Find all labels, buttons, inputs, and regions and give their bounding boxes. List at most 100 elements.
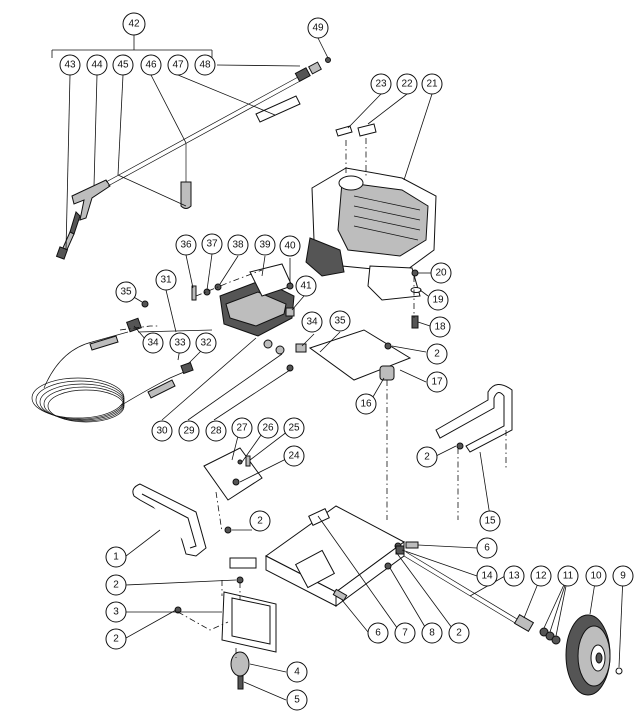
callout-10: 10 [585, 565, 607, 587]
wheel-cap-9 [615, 667, 623, 675]
callout-19: 19 [427, 289, 449, 311]
svg-text:45: 45 [117, 60, 129, 71]
callout-15: 15 [479, 510, 501, 532]
svg-text:38: 38 [232, 240, 244, 251]
svg-text:2: 2 [257, 516, 263, 527]
callout-33: 33 [169, 332, 191, 354]
callout-2: 2 [249, 510, 271, 532]
callout-22: 22 [396, 73, 418, 95]
svg-text:2: 2 [424, 452, 430, 463]
svg-text:15: 15 [484, 516, 496, 527]
callout-38: 38 [227, 234, 249, 256]
callouts: 1 2 3 2 4 5 2 6 7 8 2 6 14 13 12 11 10 9… [59, 12, 634, 711]
svg-text:9: 9 [620, 571, 626, 582]
svg-text:31: 31 [160, 275, 172, 286]
pump [219, 263, 295, 355]
svg-text:35: 35 [334, 316, 346, 327]
decal-23 [335, 125, 353, 137]
axle [395, 545, 523, 627]
spray-wand [105, 57, 331, 187]
nut-20 [411, 269, 419, 277]
callout-11: 11 [557, 565, 579, 587]
washer-19 [410, 287, 422, 293]
bolt-18 [411, 315, 419, 329]
nozzle-tag [255, 95, 301, 123]
callout-45: 45 [112, 54, 134, 76]
svg-text:47: 47 [172, 60, 184, 71]
callout-16: 16 [355, 393, 377, 415]
svg-text:20: 20 [435, 268, 447, 279]
callout-18: 18 [429, 316, 451, 338]
callout-32: 32 [195, 332, 217, 354]
callout-39: 39 [254, 234, 276, 256]
handle-left [132, 483, 257, 569]
callout-2: 2 [448, 622, 470, 644]
nut-26 [237, 459, 243, 465]
svg-text:2: 2 [434, 349, 440, 360]
callout-26: 26 [257, 417, 279, 439]
svg-text:49: 49 [312, 23, 324, 34]
svg-text:30: 30 [156, 426, 168, 437]
svg-text:44: 44 [91, 60, 103, 71]
svg-text:40: 40 [284, 241, 296, 252]
callout-35: 35 [115, 281, 137, 303]
callout-44: 44 [86, 54, 108, 76]
svg-text:4: 4 [294, 667, 300, 678]
mount-plate [308, 329, 412, 381]
nut-2-handle [224, 526, 232, 534]
callout-30: 30 [151, 420, 173, 442]
callout-46: 46 [140, 54, 162, 76]
svg-text:13: 13 [508, 571, 520, 582]
svg-text:6: 6 [375, 628, 381, 639]
svg-text:35: 35 [120, 287, 132, 298]
svg-text:25: 25 [288, 423, 300, 434]
svg-text:33: 33 [174, 338, 186, 349]
spray-gun [55, 179, 111, 260]
svg-text:37: 37 [206, 239, 218, 250]
svg-text:2: 2 [456, 628, 462, 639]
svg-text:42: 42 [128, 19, 140, 30]
svg-text:19: 19 [432, 295, 444, 306]
callout-9: 9 [612, 565, 634, 587]
svg-text:34: 34 [306, 317, 318, 328]
callout-43: 43 [59, 54, 81, 76]
callout-4: 4 [286, 661, 308, 683]
svg-text:21: 21 [426, 79, 438, 90]
svg-text:12: 12 [535, 571, 547, 582]
callout-24: 24 [283, 445, 305, 467]
spacer-12 [513, 613, 535, 633]
screw-25 [245, 455, 251, 467]
callout-3: 3 [105, 601, 127, 623]
bolt-6-left [332, 588, 348, 602]
engine [305, 167, 437, 301]
callout-42: 42 [122, 12, 146, 36]
decal-22 [357, 123, 377, 137]
callout-31: 31 [155, 269, 177, 291]
frame [265, 505, 405, 607]
fitting-41 [285, 307, 295, 317]
callout-5: 5 [286, 689, 308, 711]
callout-6: 6 [476, 537, 498, 559]
callout-28: 28 [205, 420, 227, 442]
callout-35: 35 [329, 310, 351, 332]
callout-20: 20 [430, 262, 452, 284]
svg-text:23: 23 [375, 79, 387, 90]
callout-21: 21 [421, 73, 443, 95]
callout-49: 49 [307, 17, 329, 39]
svg-text:14: 14 [481, 571, 493, 582]
callout-14: 14 [476, 565, 498, 587]
svg-text:5: 5 [294, 695, 300, 706]
isolator [379, 365, 395, 520]
svg-text:1: 1 [113, 552, 119, 563]
callout-41: 41 [295, 275, 317, 297]
callout-13: 13 [503, 565, 525, 587]
foot-bracket [221, 591, 277, 690]
svg-text:26: 26 [262, 423, 274, 434]
callout-36: 36 [175, 234, 197, 256]
callout-17: 17 [426, 371, 448, 393]
callout-40: 40 [279, 235, 301, 257]
svg-text:18: 18 [434, 322, 446, 333]
svg-text:22: 22 [401, 79, 413, 90]
callout-37: 37 [201, 233, 223, 255]
